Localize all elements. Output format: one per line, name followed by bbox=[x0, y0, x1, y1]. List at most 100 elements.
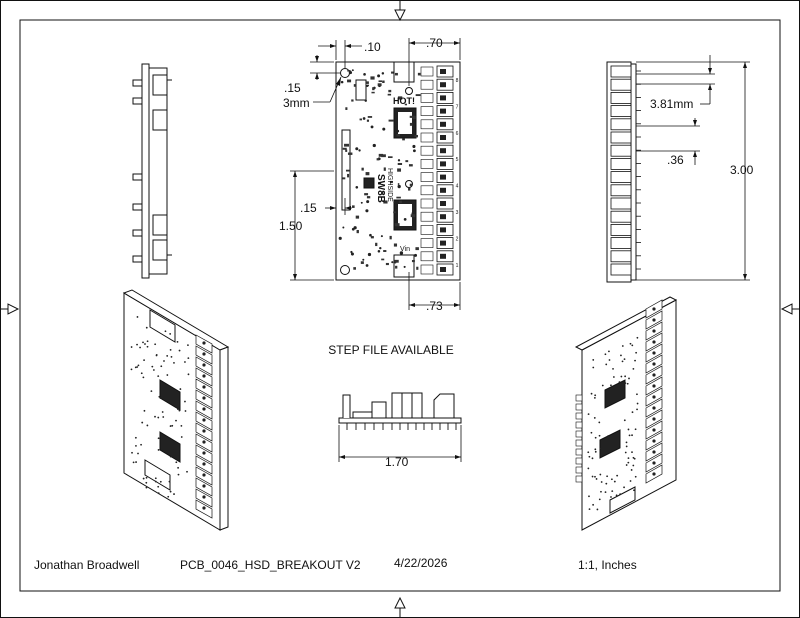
via bbox=[411, 212, 414, 215]
via bbox=[397, 183, 400, 185]
smd-component bbox=[411, 259, 415, 263]
smd-component bbox=[383, 250, 387, 252]
terminal-screw bbox=[440, 121, 446, 127]
iso-terminal-screw bbox=[652, 307, 656, 311]
via bbox=[366, 200, 370, 204]
iso-via bbox=[594, 450, 597, 453]
via bbox=[362, 258, 365, 261]
terminal-block-side bbox=[610, 171, 632, 184]
iso-via bbox=[627, 428, 630, 431]
iso-terminal-screw bbox=[652, 362, 656, 366]
iso-terminal-screw bbox=[652, 461, 656, 465]
iso-via bbox=[154, 477, 157, 480]
smd-component bbox=[364, 193, 369, 196]
terminal-screw bbox=[440, 187, 446, 193]
smd-component bbox=[388, 119, 394, 122]
iso-via bbox=[171, 448, 174, 451]
iso-via bbox=[177, 408, 179, 411]
via bbox=[412, 144, 416, 149]
iso-via bbox=[604, 353, 607, 356]
iso-via bbox=[146, 340, 149, 343]
via bbox=[338, 236, 342, 240]
iso-via bbox=[154, 480, 157, 483]
iso-via bbox=[173, 361, 175, 364]
smd-component bbox=[408, 164, 413, 167]
iso-via bbox=[598, 434, 601, 437]
via bbox=[403, 265, 406, 268]
via bbox=[367, 84, 370, 87]
dim-top-offset: .10 bbox=[364, 40, 381, 54]
smd-component bbox=[417, 72, 421, 76]
iso-via bbox=[163, 438, 166, 441]
terminal-screw bbox=[440, 135, 446, 140]
via bbox=[365, 264, 369, 267]
iso-via bbox=[592, 503, 595, 506]
iso-via bbox=[178, 409, 181, 412]
terminal-block-side bbox=[610, 78, 632, 91]
iso-via bbox=[177, 466, 179, 469]
smd-component bbox=[355, 215, 360, 219]
smd-component bbox=[370, 76, 375, 80]
channel-number: 3 bbox=[456, 210, 459, 216]
terminal-block-side bbox=[610, 92, 632, 104]
front-edge-pins bbox=[346, 423, 457, 430]
iso-via bbox=[139, 346, 141, 349]
dim-left-height: 1.50 bbox=[279, 219, 303, 233]
terminal-block-side bbox=[610, 157, 632, 170]
iso-via bbox=[618, 381, 621, 384]
iso-via bbox=[186, 470, 188, 473]
iso-terminal-screw bbox=[202, 352, 206, 356]
smd-component bbox=[397, 168, 402, 172]
smd-component bbox=[388, 89, 392, 93]
smd-component bbox=[399, 200, 402, 203]
smd-component bbox=[383, 200, 388, 204]
iso-via bbox=[141, 421, 144, 424]
channel-number: 8 bbox=[456, 78, 459, 84]
iso-via bbox=[178, 349, 181, 352]
via bbox=[371, 178, 374, 182]
smd-component bbox=[381, 192, 384, 194]
via bbox=[360, 201, 363, 204]
iso-terminal-screw bbox=[202, 407, 206, 411]
iso-via bbox=[601, 384, 604, 387]
via bbox=[365, 209, 369, 213]
smd-component bbox=[375, 242, 378, 247]
via bbox=[414, 253, 418, 257]
iso-via bbox=[633, 489, 635, 492]
iso-via bbox=[636, 393, 638, 396]
iso-via bbox=[606, 475, 609, 478]
terminal-block-side bbox=[610, 197, 632, 210]
iso-via bbox=[599, 473, 602, 476]
iso-via bbox=[184, 361, 186, 363]
mosfet bbox=[420, 264, 434, 275]
smd-component bbox=[389, 180, 393, 184]
mosfet bbox=[420, 251, 434, 262]
iso-via bbox=[588, 508, 591, 510]
iso-via bbox=[594, 394, 597, 397]
terminal-block-side bbox=[610, 223, 632, 236]
iso-via bbox=[146, 345, 149, 348]
iso-via bbox=[595, 478, 598, 480]
board-model-label: SW8B bbox=[375, 174, 386, 203]
smd-component bbox=[378, 80, 382, 83]
iso-via bbox=[613, 480, 616, 483]
iso-via bbox=[166, 374, 169, 376]
via bbox=[342, 226, 345, 229]
smd-component bbox=[347, 79, 352, 83]
smd-component bbox=[409, 115, 414, 118]
via bbox=[363, 73, 366, 76]
smd-component bbox=[414, 134, 418, 138]
iso-via bbox=[628, 377, 630, 380]
iso-terminal-screw bbox=[652, 428, 656, 432]
terminal-block-side bbox=[610, 131, 632, 144]
iso-via bbox=[175, 461, 178, 464]
iso-via bbox=[613, 433, 616, 436]
iso-via bbox=[598, 421, 601, 424]
iso-via bbox=[605, 363, 608, 366]
iso-via bbox=[612, 367, 614, 370]
board-vin-label: Vin bbox=[400, 246, 410, 253]
iso-via bbox=[136, 366, 139, 368]
front-view-dimension-lines bbox=[338, 425, 462, 462]
smd-component bbox=[378, 182, 381, 185]
iso-via bbox=[157, 492, 160, 495]
